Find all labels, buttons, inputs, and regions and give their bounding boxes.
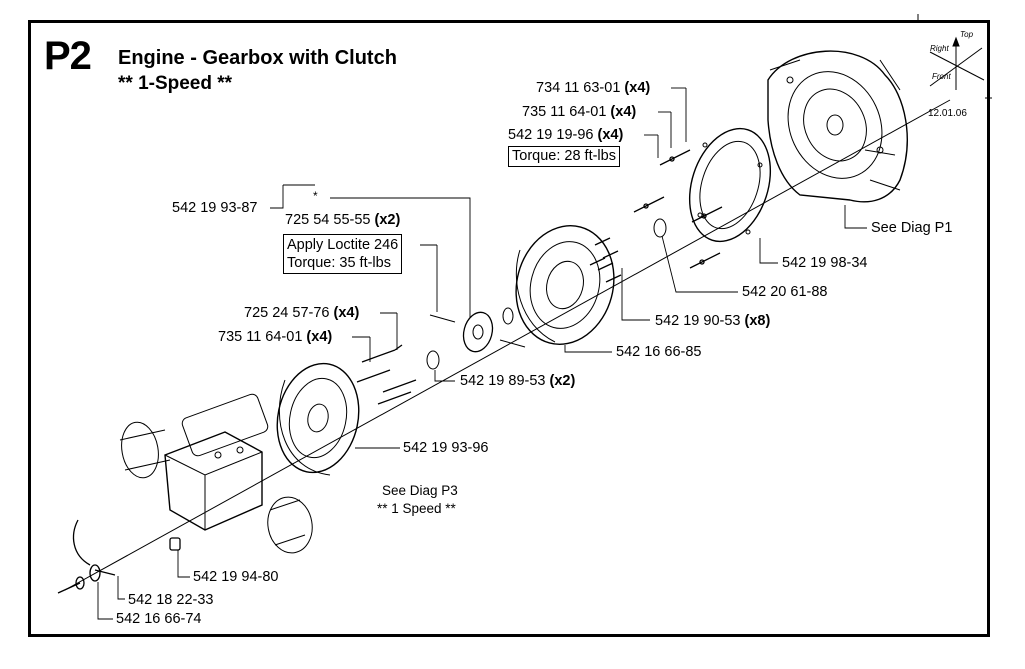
part-label[interactable]: 725 24 57-76 (x4) — [244, 305, 360, 321]
diagram-subtitle: ** 1-Speed ** — [118, 73, 233, 94]
seal-ring — [653, 218, 667, 238]
orientation-compass — [929, 36, 985, 90]
compass-right-label: Right — [930, 44, 949, 53]
spacer-washer — [426, 350, 440, 370]
compass-front-label: Front — [932, 72, 951, 81]
part-label[interactable]: 542 19 93-87 — [172, 200, 258, 216]
part-label[interactable]: 542 18 22-33 — [128, 592, 214, 608]
gearbox — [119, 393, 313, 554]
part-label[interactable]: 725 54 55-55 (x2) — [285, 212, 401, 228]
diagram-date: 12.01.06 — [928, 108, 967, 119]
diagram-title: Engine - Gearbox with Clutch — [118, 47, 397, 69]
part-label[interactable]: 542 19 94-80 — [193, 569, 279, 585]
part-label[interactable]: 542 19 19-96 (x4) — [508, 127, 624, 143]
torque-note-28: Torque: 28 ft-lbs — [508, 146, 620, 167]
asterisk-note: * — [313, 189, 318, 203]
leader-lines — [97, 87, 867, 620]
part-label[interactable]: 542 19 93-96 — [403, 440, 489, 456]
flywheel-studs — [589, 237, 622, 283]
diagram-frame — [28, 20, 990, 637]
see-diag-p3[interactable]: See Diag P3 — [382, 483, 458, 498]
part-label[interactable]: 735 11 64-01 (x4) — [522, 104, 637, 120]
part-label[interactable]: 542 19 98-34 — [782, 255, 868, 271]
part-label[interactable]: 542 20 61-88 — [742, 284, 828, 300]
adapter-plate — [688, 127, 772, 243]
see-diag-p3-sub: ** 1 Speed ** — [377, 501, 456, 516]
clutch-hub — [429, 307, 526, 353]
shaft-key-parts — [57, 519, 181, 594]
engine-housing — [767, 50, 908, 203]
compass-top-label: Top — [960, 30, 974, 39]
part-label[interactable]: 735 11 64-01 (x4) — [218, 329, 333, 345]
adapter-bolts — [633, 149, 723, 269]
part-label[interactable]: 542 19 89-53 (x2) — [460, 373, 576, 389]
pulley-bolts — [356, 344, 417, 405]
see-diag-p1[interactable]: See Diag P1 — [871, 220, 953, 236]
diagram-code: P2 — [44, 34, 92, 78]
flywheel — [515, 225, 615, 345]
part-label[interactable]: 542 16 66-85 — [616, 344, 702, 360]
part-label[interactable]: 542 19 90-53 (x8) — [655, 313, 771, 329]
drive-pulley — [276, 362, 360, 476]
part-label[interactable]: 734 11 63-01 (x4) — [536, 80, 651, 96]
part-label[interactable]: 542 16 66-74 — [116, 611, 202, 627]
